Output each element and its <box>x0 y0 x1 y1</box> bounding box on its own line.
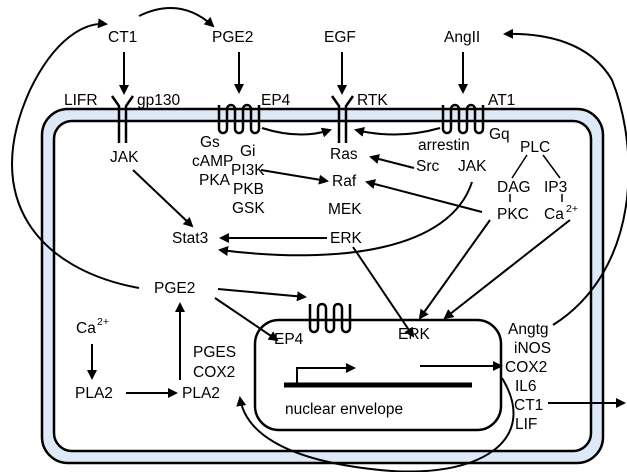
loop-pge2-to-ct1 <box>11 18 140 289</box>
arrow-src-to-ras <box>369 154 415 169</box>
arrow-pge2-to-ep4-nuclear <box>217 288 307 302</box>
label-pkc: PKC <box>497 206 529 223</box>
label-pge2-cytoplasm: PGE2 <box>154 280 195 297</box>
arrow-jak-to-stat3 <box>132 169 194 228</box>
label-pka: PKA <box>199 172 231 189</box>
label-rtk: RTK <box>357 92 388 109</box>
arrow-ep4-to-ras <box>261 127 332 138</box>
label-src: Src <box>416 158 440 175</box>
loop-cox2-to-pla2 <box>236 377 515 472</box>
label-nuclear-envelope: nuclear envelope <box>285 401 403 418</box>
label-arrestin: arrestin <box>418 137 470 154</box>
label-target-inos: iNOS <box>514 340 551 357</box>
label-ca-at1-superscript: 2+ <box>566 203 578 215</box>
label-ca-cytoplasm: Ca <box>76 320 96 337</box>
label-camp: cAMP <box>192 153 233 170</box>
label-gs: Gs <box>200 134 220 151</box>
arrow-ca-to-nuclear-erk <box>443 219 571 320</box>
label-pges: PGES <box>193 344 236 361</box>
arrow-arrestin-to-rtk <box>354 126 441 137</box>
label-lifr: LIFR <box>64 92 98 109</box>
line-plc-to-ip3 <box>542 154 561 179</box>
label-gsk: GSK <box>232 200 265 217</box>
arrow-erk-to-nuclear-erk <box>352 246 415 338</box>
label-jak-left: JAK <box>110 149 139 166</box>
label-ca-cytoplasm-superscript: 2+ <box>97 316 109 328</box>
label-egf-ligand: EGF <box>324 29 356 46</box>
label-jak-right: JAK <box>458 158 487 175</box>
label-target-cox2: COX2 <box>505 359 547 376</box>
label-pla2-right: PLA2 <box>182 385 220 402</box>
arrow-pi3k-to-raf <box>260 169 329 185</box>
label-erk: ERK <box>330 230 363 247</box>
label-dag: DAG <box>497 179 531 196</box>
label-target-il6: IL6 <box>515 378 537 395</box>
label-target-lif: LIF <box>515 416 537 433</box>
label-target-angtg: Angtg <box>508 321 549 338</box>
label-plc: PLC <box>520 139 550 156</box>
nucleus <box>253 318 503 432</box>
label-gp130: gp130 <box>137 92 180 109</box>
label-ct1-ligand: CT1 <box>108 29 137 46</box>
arrow-pkc-to-nuclear-erk <box>418 219 491 320</box>
arrow-at1jak-to-stat3 <box>218 181 473 257</box>
label-ca-at1: Ca <box>544 206 564 223</box>
label-gi: Gi <box>240 143 256 160</box>
gp130-receptor <box>110 95 135 143</box>
label-target-ct1: CT1 <box>514 397 543 414</box>
label-ras: Ras <box>330 146 358 163</box>
label-at1: AT1 <box>488 92 515 109</box>
label-pkb: PKB <box>233 181 264 198</box>
loop-angtg-to-angii <box>503 28 627 326</box>
label-erk-nuclear: ERK <box>398 326 431 343</box>
rtk-receptor <box>330 95 355 143</box>
label-raf: Raf <box>332 173 357 190</box>
label-pge2-ligand: PGE2 <box>212 29 253 46</box>
transcription-start-arrow <box>296 363 356 383</box>
arc-ct1-to-pge2 <box>138 7 215 28</box>
arrow-pkc-to-raf <box>365 179 483 213</box>
label-ep4: EP4 <box>261 92 291 109</box>
label-ep4-nuclear: EP4 <box>274 331 304 348</box>
label-ip3: IP3 <box>544 179 567 196</box>
line-plc-to-dag <box>511 154 528 179</box>
label-cox2-cytoplasm: COX2 <box>193 364 235 381</box>
label-pla2-left: PLA2 <box>75 385 113 402</box>
label-angii-ligand: AngII <box>444 29 480 46</box>
arrow-pge2-to-nucleus <box>214 297 279 342</box>
label-stat3: Stat3 <box>172 230 208 247</box>
label-pi3k: PI3K <box>231 162 265 179</box>
label-gq: Gq <box>489 126 510 143</box>
label-mek: MEK <box>328 201 362 218</box>
